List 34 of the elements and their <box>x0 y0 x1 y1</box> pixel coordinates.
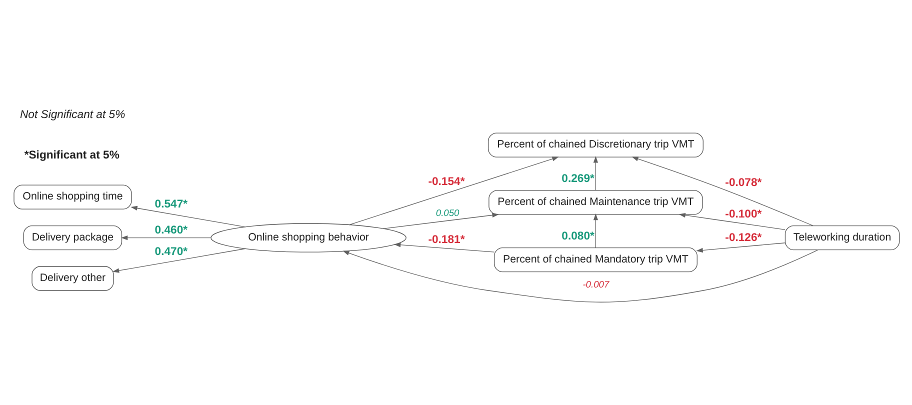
node-box: Online shopping time <box>14 184 132 209</box>
arrow <box>130 205 246 227</box>
edge-label: -0.007 <box>582 278 610 289</box>
arrow <box>678 212 786 230</box>
edge-label: -0.100* <box>725 208 762 220</box>
node-box: Delivery package <box>23 224 122 250</box>
edge-label: 0.460* <box>154 224 188 236</box>
node-box: Percent of chained Mandatory trip VMT <box>494 246 698 272</box>
arrow <box>593 212 598 248</box>
edge-label: 0.547* <box>154 198 188 210</box>
edge-label: -0.078* <box>725 176 762 189</box>
node-box: Delivery other <box>32 266 114 290</box>
arrow <box>342 249 818 302</box>
arrow <box>593 156 598 190</box>
arrow <box>348 156 559 225</box>
arrow <box>382 212 499 228</box>
edge-label: 0.269* <box>562 172 594 185</box>
edge-label: 0.470* <box>154 245 188 258</box>
node-ellipse: Online shopping behavior <box>210 222 406 252</box>
edge-label: -0.154* <box>428 175 465 188</box>
node-box: Percent of chained Discretionary trip VMT <box>488 132 704 157</box>
node-box: Teleworking duration <box>784 224 900 250</box>
label: *Significant at 5% <box>24 148 120 161</box>
arrow <box>696 242 786 252</box>
node-box: Percent of chained Maintenance trip VMT <box>488 190 703 214</box>
arrow <box>632 156 814 226</box>
edge-label: -0.126* <box>725 231 762 244</box>
edge-label: -0.181* <box>428 233 465 246</box>
arrow <box>394 242 495 252</box>
edge-label: 0.050 <box>436 207 460 218</box>
arrow <box>112 248 246 272</box>
edge-label: 0.080* <box>562 230 594 242</box>
label: Not Significant at 5% <box>20 108 126 120</box>
arrow <box>120 234 212 240</box>
